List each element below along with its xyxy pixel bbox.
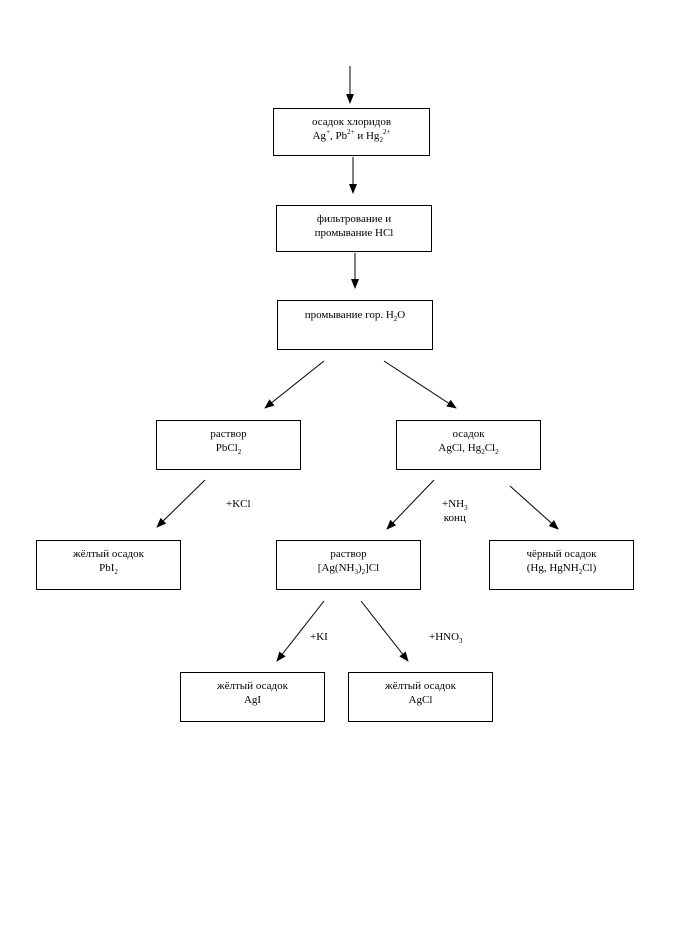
reagent-label-kcl: +KCl — [226, 498, 251, 510]
arrow-ammine-agcl — [360, 600, 409, 662]
reagent-label-nh3-conc: +NH3 конц — [442, 498, 468, 524]
box-chloride-precipitate: осадок хлоридов Ag+, Pb2+ и Hg22+ — [273, 108, 430, 156]
reagent-label-ki: +KI — [310, 631, 328, 643]
box-text: осадок — [452, 428, 485, 440]
box-text: осадок хлоридов — [311, 116, 392, 128]
box-agi-yellow-precipitate: жёлтый осадок AgI — [180, 672, 325, 722]
box-filtration: фильтрование и промывание HCl — [276, 205, 432, 252]
box-agcl-hg2cl2-precipitate: осадок AgCl, Hg2Cl2 — [396, 420, 541, 470]
box-text: промывание HCl — [314, 227, 394, 239]
box-formula: Ag+, Pb2+ и Hg22+ — [312, 128, 391, 144]
box-pbcl2-solution: раствор PbCl2 — [156, 420, 301, 470]
box-silver-ammine-solution: раствор [Ag(NH3)2]Cl — [276, 540, 421, 590]
arrow-hotwater-agcl — [383, 360, 457, 409]
box-text: раствор — [330, 548, 367, 560]
box-text: фильтрование и — [316, 213, 392, 225]
arrow-pbcl2-pbi2 — [156, 479, 206, 528]
box-formula: PbI2 — [99, 562, 118, 576]
box-text: жёлтый осадок — [385, 680, 456, 692]
box-text: жёлтый осадок — [73, 548, 144, 560]
box-formula: [Ag(NH3)2]Cl — [317, 562, 380, 576]
box-formula: PbCl2 — [215, 442, 242, 456]
box-pbi2-yellow-precipitate: жёлтый осадок PbI2 — [36, 540, 181, 590]
arrow-ammine-agi — [276, 600, 325, 662]
box-text: чёрный осадок — [526, 548, 597, 560]
reagent-label-hno3: +HNO3 — [429, 631, 463, 645]
arrow-agcl-black — [509, 485, 559, 530]
box-formula: AgCl — [408, 694, 433, 706]
box-text: жёлтый осадок — [217, 680, 288, 692]
box-agcl-yellow-precipitate: жёлтый осадок AgCl — [348, 672, 493, 722]
box-text: раствор — [210, 428, 247, 440]
box-formula: AgI — [243, 694, 262, 706]
box-formula: (Hg, HgNH2Cl) — [526, 562, 597, 576]
box-formula: AgCl, Hg2Cl2 — [438, 442, 499, 456]
box-text: промывание гор. H2O — [304, 309, 406, 323]
box-black-precipitate: чёрный осадок (Hg, HgNH2Cl) — [489, 540, 634, 590]
arrow-agcl-ammine — [386, 479, 435, 530]
box-hot-water-wash: промывание гор. H2O — [277, 300, 433, 350]
arrow-hotwater-pbcl2 — [264, 360, 325, 409]
